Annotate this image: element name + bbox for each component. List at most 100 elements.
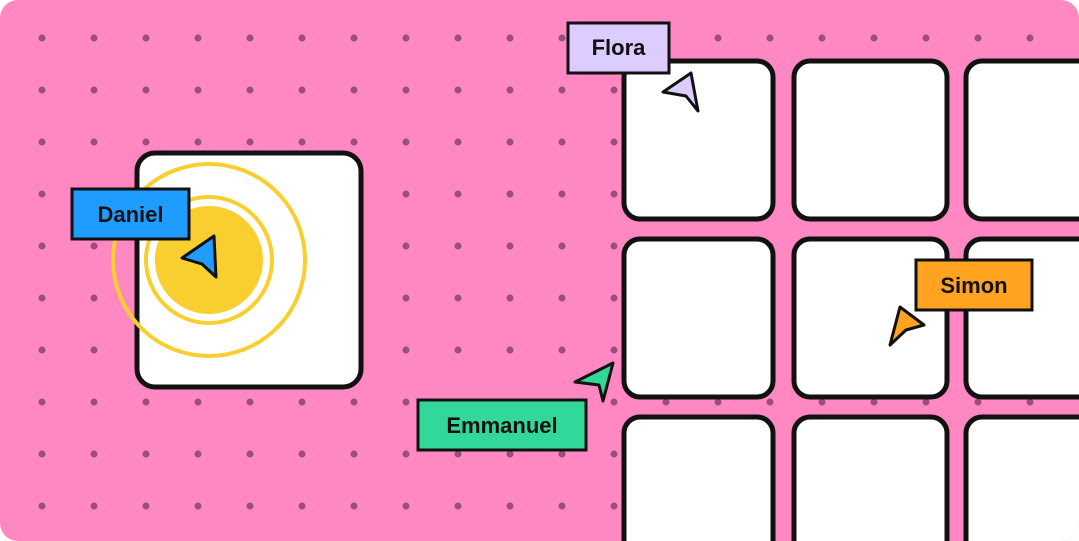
dot-grid-point — [558, 242, 566, 250]
dot-grid-point — [246, 86, 254, 94]
dot-grid-point — [90, 294, 98, 302]
dot-grid-point — [142, 502, 150, 510]
dot-grid-point — [90, 398, 98, 406]
dot-grid-point — [402, 450, 410, 458]
dot-grid-point — [246, 138, 254, 146]
dot-grid-point — [142, 450, 150, 458]
emmanuel-label — [416, 398, 588, 452]
dot-grid-point — [38, 86, 46, 94]
dot-grid-point — [298, 450, 306, 458]
dot-grid-point — [90, 450, 98, 458]
dot-grid-point — [402, 242, 410, 250]
dot-grid-point — [350, 138, 358, 146]
simon-name: Simon — [940, 273, 1007, 298]
right-board — [621, 58, 1079, 541]
dot-grid-point — [454, 138, 462, 146]
dot-grid-point — [506, 346, 514, 354]
dot-grid-point — [974, 34, 982, 42]
dot-grid-point — [610, 294, 618, 302]
dot-grid-point — [558, 190, 566, 198]
flora-cursor-icon — [661, 71, 700, 113]
dot-grid-point — [922, 398, 930, 406]
dot-grid-point — [454, 34, 462, 42]
dot-grid-point — [558, 502, 566, 510]
dot-grid-point — [610, 346, 618, 354]
dot-grid-point — [298, 502, 306, 510]
dot-grid-point — [610, 190, 618, 198]
dot-grid-point — [246, 450, 254, 458]
dot-grid-point — [506, 242, 514, 250]
dot-grid-point — [194, 502, 202, 510]
simon-cursor-icon — [888, 305, 926, 347]
dot-grid-point — [194, 450, 202, 458]
dot-grid-point — [350, 34, 358, 42]
dot-grid-point — [402, 502, 410, 510]
dot-grid-point — [142, 138, 150, 146]
focus-ring-middle — [144, 195, 274, 325]
dot-grid-point — [558, 346, 566, 354]
dot-grid-point — [90, 34, 98, 42]
dot-grid-point — [402, 346, 410, 354]
dot-grid-point — [714, 34, 722, 42]
dot-grid-point — [506, 502, 514, 510]
dot-grid-point — [402, 138, 410, 146]
dot-grid-point — [454, 242, 462, 250]
dot-grid-point — [38, 34, 46, 42]
dot-grid-point — [246, 398, 254, 406]
dot-grid-point — [610, 86, 618, 94]
grid-card-2[interactable] — [791, 58, 950, 222]
dot-grid-point — [90, 138, 98, 146]
dot-grid-point — [506, 450, 514, 458]
dot-grid-point — [350, 398, 358, 406]
dot-grid-point — [714, 398, 722, 406]
dot-grid-point — [922, 34, 930, 42]
dot-grid-point — [142, 398, 150, 406]
dot-grid-point — [766, 398, 774, 406]
grid-card-1[interactable] — [621, 58, 776, 222]
dot-grid-point — [454, 190, 462, 198]
dot-grid-point — [90, 346, 98, 354]
dot-grid-point — [506, 190, 514, 198]
grid-card-4[interactable] — [621, 236, 776, 400]
grid-card-7[interactable] — [621, 414, 776, 541]
dot-grid-point — [38, 138, 46, 146]
emmanuel-name: Emmanuel — [446, 413, 557, 438]
dot-grid-point — [610, 138, 618, 146]
collaborator-simon: Simon — [888, 258, 1034, 347]
dot-grid-point — [506, 138, 514, 146]
dot-grid-point — [194, 86, 202, 94]
dot-grid-point — [558, 86, 566, 94]
emmanuel-cursor-icon — [573, 361, 615, 403]
collaborator-emmanuel: Emmanuel — [416, 361, 615, 452]
grid-card-5[interactable] — [791, 236, 950, 400]
dot-grid-point — [558, 138, 566, 146]
dot-grid-point — [558, 450, 566, 458]
dot-grid-point — [870, 34, 878, 42]
collaborator-daniel: Daniel — [70, 187, 218, 279]
dot-grid-point — [1026, 34, 1034, 42]
simon-label — [914, 258, 1034, 312]
grid-card-9[interactable] — [963, 414, 1079, 541]
dot-grid-point — [454, 502, 462, 510]
grid-card-3[interactable] — [963, 58, 1079, 222]
flora-label — [566, 21, 671, 75]
dot-grid-point — [402, 34, 410, 42]
grid-card-8[interactable] — [791, 414, 950, 541]
dot-grid-point — [194, 138, 202, 146]
daniel-cursor-icon — [180, 234, 218, 279]
dot-grid-point — [298, 86, 306, 94]
dot-grid-point — [38, 346, 46, 354]
dot-grid-point — [402, 190, 410, 198]
dot-grid-point — [90, 242, 98, 250]
dot-grid-point — [90, 86, 98, 94]
dot-grid-point — [402, 294, 410, 302]
dot-grid-point — [38, 294, 46, 302]
dot-grid-point — [454, 294, 462, 302]
dot-grid-point — [142, 86, 150, 94]
dot-grid-point — [142, 34, 150, 42]
dot-grid-point — [402, 86, 410, 94]
dot-grid-point — [610, 242, 618, 250]
dot-grid-point — [350, 450, 358, 458]
